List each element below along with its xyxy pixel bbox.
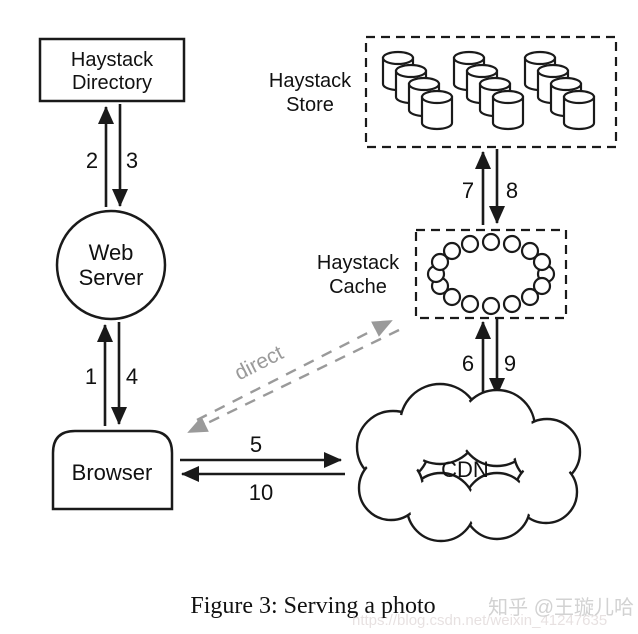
arrow-5-label: 5: [250, 432, 262, 457]
directory-label-line2: Directory: [72, 72, 152, 94]
cdn-cloud-shape: [355, 382, 582, 543]
cylinder-icon: [562, 89, 596, 131]
cache-ring: [426, 232, 556, 316]
browser-box: [51, 429, 174, 511]
store-cylinders: [381, 50, 596, 131]
csdn-watermark: https://blog.csdn.net/weixin_41247635: [352, 612, 607, 629]
cache-node-circle: [520, 287, 540, 307]
browser-node: Browser: [51, 429, 174, 511]
arrow-1-label: 1: [85, 364, 97, 389]
cache-node-circle: [442, 241, 462, 261]
direct-arrow-to-cache: [196, 319, 393, 422]
cylinder-icon: [420, 89, 454, 131]
arrows-webserver-browser: 1 4: [85, 322, 138, 426]
web-server-node: Web Server: [55, 209, 167, 321]
zhihu-watermark: 知乎 @王璇儿哈: [488, 596, 634, 619]
store-dashed-box: [364, 35, 618, 149]
cache-node-circle: [442, 287, 462, 307]
direct-dashed-arrows: direct: [187, 319, 400, 434]
arrows-cache-cdn: 6 9: [462, 319, 516, 397]
cache-label-line2: Cache: [329, 276, 387, 298]
cache-node-circle: [460, 234, 480, 254]
cylinder-icon: [491, 89, 525, 131]
cache-dashed-box: [414, 228, 568, 320]
arrow-2-label: 2: [86, 148, 98, 173]
arrow-10-label: 10: [249, 480, 273, 505]
cdn-node: CDN: [355, 382, 582, 543]
arrow-9-label: 9: [504, 351, 516, 376]
arrows-directory-webserver: 2 3: [86, 104, 138, 207]
arrow-4-label: 4: [126, 364, 138, 389]
direct-arrow-to-browser: [187, 328, 400, 434]
cdn-label: CDN: [441, 457, 489, 482]
direct-label: direct: [231, 341, 287, 385]
directory-label-line1: Haystack: [71, 49, 154, 71]
haystack-store-node: Haystack Store: [269, 35, 618, 149]
web-server-label-line1: Web: [89, 240, 134, 265]
store-label-line2: Store: [286, 94, 334, 116]
cache-label-line1: Haystack: [317, 252, 400, 274]
web-server-circle: [55, 209, 167, 321]
arrow-7-label: 7: [462, 178, 474, 203]
arrow-8-label: 8: [506, 178, 518, 203]
arrow-3-label: 3: [126, 148, 138, 173]
cache-node-circle: [481, 232, 501, 252]
cache-node-circle: [481, 296, 501, 316]
cache-node-circle: [460, 294, 480, 314]
web-server-label-line2: Server: [79, 265, 144, 290]
directory-box: [38, 37, 186, 103]
cache-node-circle: [430, 252, 450, 272]
cache-node-circle: [520, 241, 540, 261]
cache-node-circle: [532, 252, 552, 272]
browser-label: Browser: [72, 460, 153, 485]
arrow-6-label: 6: [462, 351, 474, 376]
haystack-cache-node: Haystack Cache: [317, 228, 568, 320]
cache-node-circle: [502, 234, 522, 254]
cache-node-circle: [502, 294, 522, 314]
arrows-store-cache: 7 8: [462, 149, 518, 225]
haystack-directory-node: Haystack Directory: [38, 37, 186, 103]
cache-node-circle: [532, 276, 552, 296]
arrows-browser-cdn: 5 10: [180, 432, 345, 505]
store-label-line1: Haystack: [269, 70, 352, 92]
figure-caption: Figure 3: Serving a photo: [190, 593, 435, 619]
